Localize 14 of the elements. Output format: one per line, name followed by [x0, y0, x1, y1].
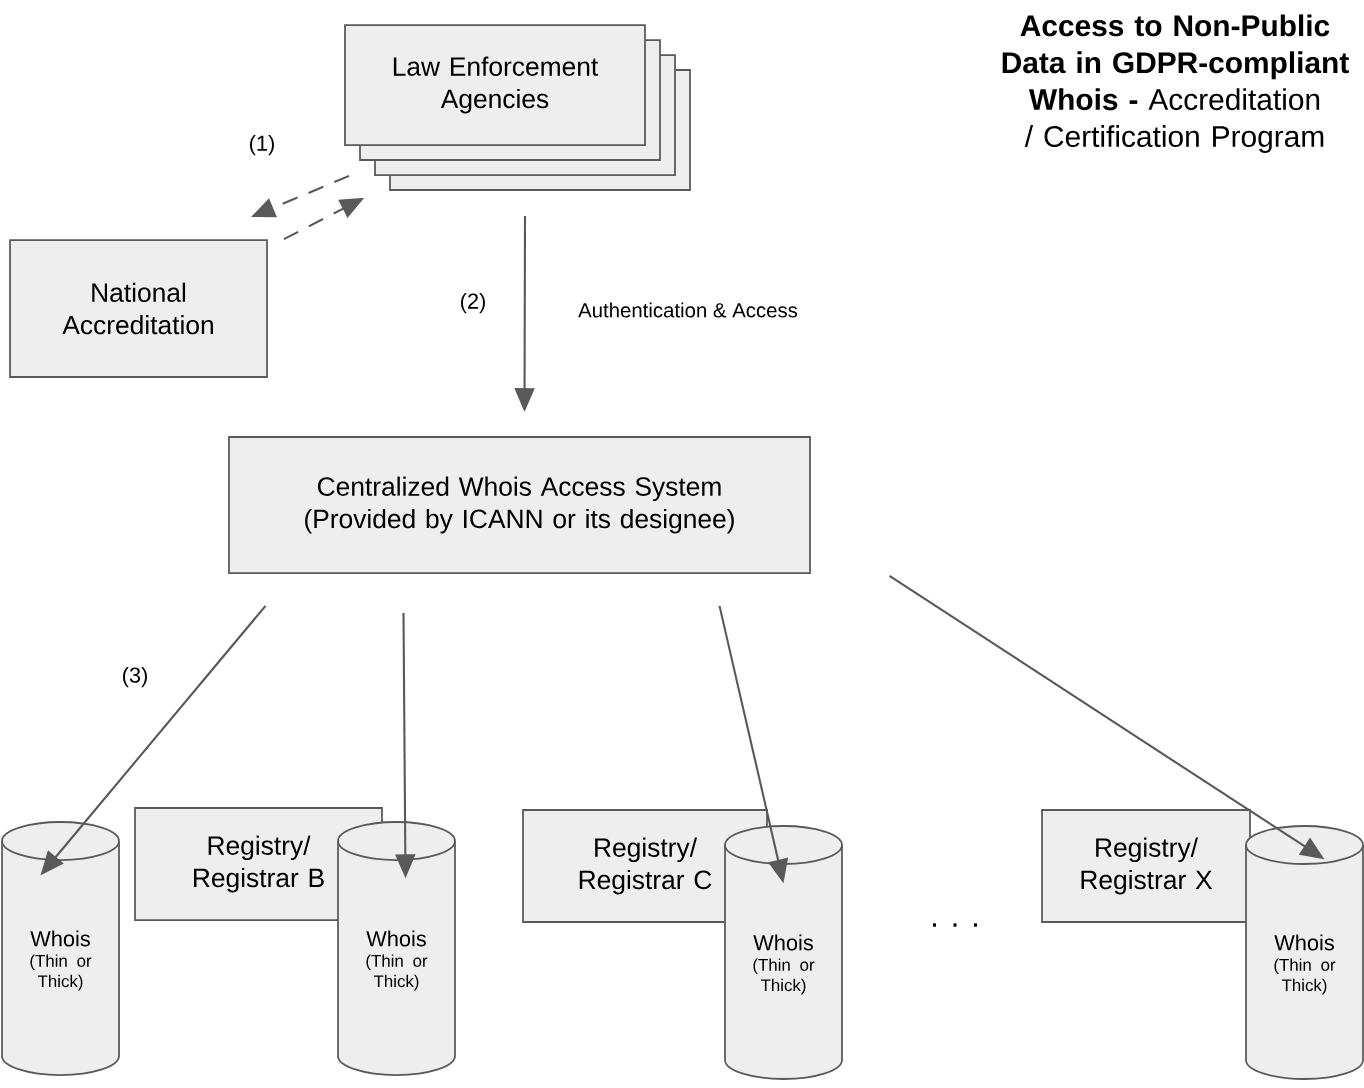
step-number: (2): [461, 292, 485, 314]
database-cylinder: Whois (Thin or Thick): [1, 821, 120, 1076]
process-box: Centralized Whois Access System (Provided by ICANN or its designee): [228, 436, 811, 574]
stacked-box: Law Enforcement Agencies: [344, 24, 691, 191]
process-box: Registry/ Registrar X: [1041, 809, 1251, 923]
step-number: (3): [123, 666, 147, 688]
title: Access to Non-Public Data in GDPR-compliant Whois - Accreditation / Certification Program: [1002, 14, 1349, 153]
edge-label: Authentication & Access: [574, 299, 802, 321]
database-cylinder: Whois (Thin or Thick): [1245, 825, 1364, 1080]
ellipsis: . . .: [932, 923, 977, 927]
step-number: (1): [250, 134, 274, 156]
database-cylinder: Whois (Thin or Thick): [724, 825, 843, 1080]
database-cylinder: Whois (Thin or Thick): [337, 821, 456, 1076]
process-box: National Accreditation: [9, 239, 268, 378]
